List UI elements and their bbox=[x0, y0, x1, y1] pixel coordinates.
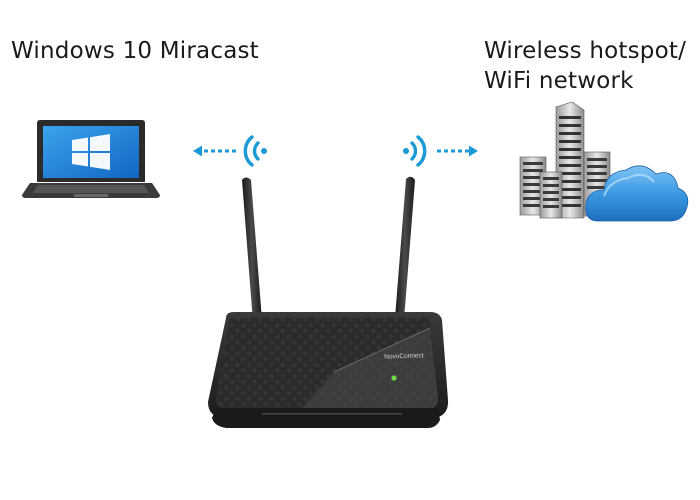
wireless-hotspot-label-line2: WiFi network bbox=[484, 68, 634, 94]
windows-miracast-label: Windows 10 Miracast bbox=[11, 38, 259, 64]
wireless-hotspot-label: Wireless hotspot/ WiFi network bbox=[484, 36, 686, 96]
wireless-hotspot-label-line1: Wireless hotspot/ bbox=[484, 38, 687, 64]
router-device: NovoConnect bbox=[208, 312, 449, 428]
router-antenna-left bbox=[242, 177, 265, 327]
laptop-windows-icon bbox=[22, 120, 160, 198]
router-antenna-right bbox=[391, 176, 415, 325]
city-buildings-icon bbox=[519, 101, 611, 219]
dotted-arrow-right-icon bbox=[437, 145, 478, 157]
dotted-arrow-left-icon bbox=[193, 145, 236, 157]
wifi-signal-left-icon bbox=[243, 135, 267, 167]
wifi-signal-right-icon bbox=[403, 135, 427, 167]
router-status-led bbox=[391, 375, 397, 381]
router-brand-label: NovoConnect bbox=[384, 352, 424, 360]
windows-logo-icon bbox=[72, 134, 110, 170]
cloud-icon bbox=[585, 165, 689, 222]
